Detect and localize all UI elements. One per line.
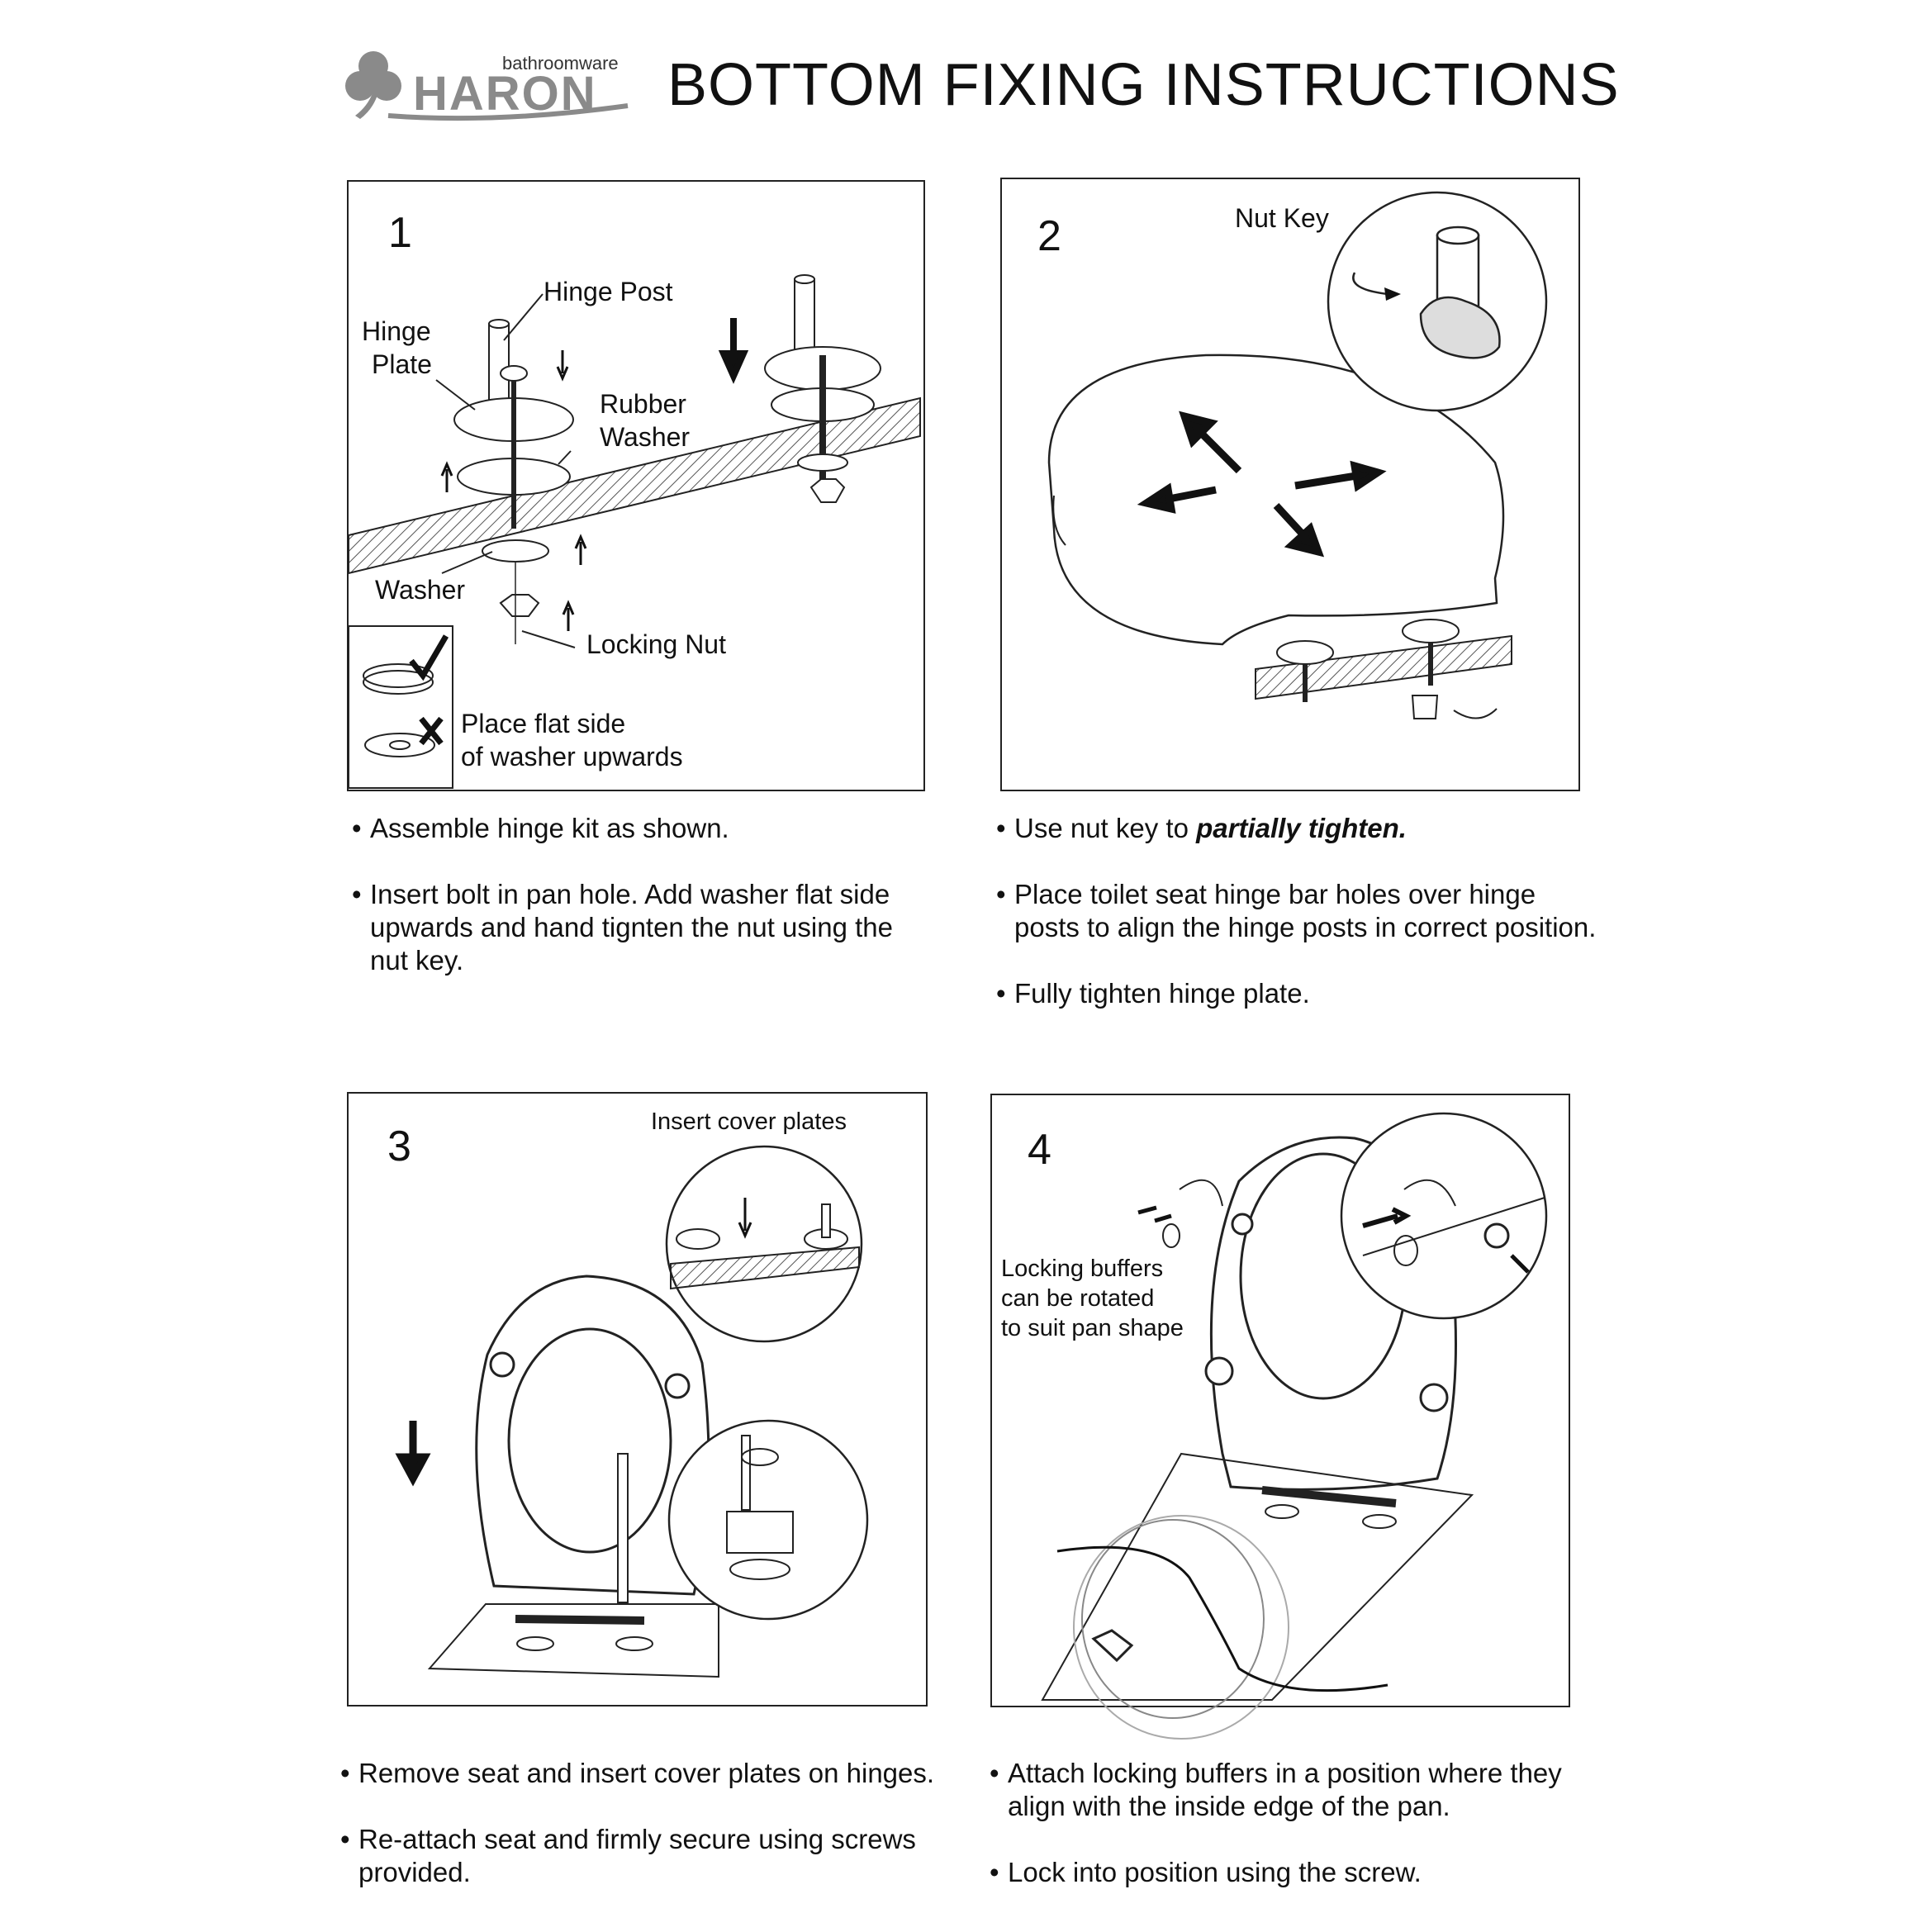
cross-mark-icon (419, 716, 444, 746)
step-3-bullet: Remove seat and insert cover plates on h… (340, 1757, 952, 1790)
step-2-bullets: Use nut key to partially tighten. Place … (996, 812, 1607, 1043)
label-washer: Washer (375, 575, 466, 605)
label-hinge-post: Hinge Post (544, 277, 673, 306)
label-locking-nut: Locking Nut (586, 629, 726, 659)
label-flat-side-2: of washer upwards (461, 742, 683, 771)
label-buffers-1: Locking buffers (1001, 1256, 1164, 1282)
label-rubber-washer-2: Washer (600, 422, 691, 452)
step-4-bullet: Attach locking buffers in a position whe… (990, 1757, 1601, 1823)
label-buffers-2: can be rotated (1001, 1285, 1155, 1312)
step-3-bullet: Re-attach seat and firmly secure using s… (340, 1823, 952, 1889)
label-hinge-plate-1: Hinge (362, 316, 431, 346)
step-2-number: 2 (1037, 212, 1061, 260)
step-2-bullet: Use nut key to partially tighten. (996, 812, 1607, 845)
label-nut-key: Nut Key (1235, 203, 1329, 233)
step-4-bullet: Lock into position using the screw. (990, 1856, 1601, 1889)
step-3-number: 3 (387, 1123, 411, 1170)
step-2-bullet-emphasis: partially tighten. (1196, 813, 1407, 843)
logo-tagline: bathroomware (502, 53, 619, 74)
label-hinge-plate-2: Plate (372, 349, 432, 379)
label-insert-cover-plates: Insert cover plates (651, 1108, 847, 1135)
step-1-bullet: Assemble hinge kit as shown. (352, 812, 922, 845)
label-flat-side-1: Place flat side (461, 709, 626, 738)
step-2-bullet: Fully tighten hinge plate. (996, 977, 1607, 1010)
step-1-bullet: Insert bolt in pan hole. Add washer flat… (352, 878, 922, 977)
step-1-number: 1 (388, 209, 412, 257)
label-buffers-3: to suit pan shape (1001, 1315, 1184, 1341)
page-title: BOTTOM FIXING INSTRUCTIONS (667, 52, 1620, 118)
step-3-bullets: Remove seat and insert cover plates on h… (340, 1757, 952, 1922)
step-4-number: 4 (1028, 1126, 1051, 1174)
step-1-bullets: Assemble hinge kit as shown. Insert bolt… (352, 812, 922, 1010)
check-mark-icon (409, 634, 449, 681)
step-2-bullet: Place toilet seat hinge bar holes over h… (996, 878, 1607, 944)
label-rubber-washer-1: Rubber (600, 389, 686, 419)
step-4-bullets: Attach locking buffers in a position whe… (990, 1757, 1601, 1922)
logo-brand: HARON (413, 67, 597, 121)
step-2-bullet-text: Use nut key to (1014, 813, 1197, 843)
